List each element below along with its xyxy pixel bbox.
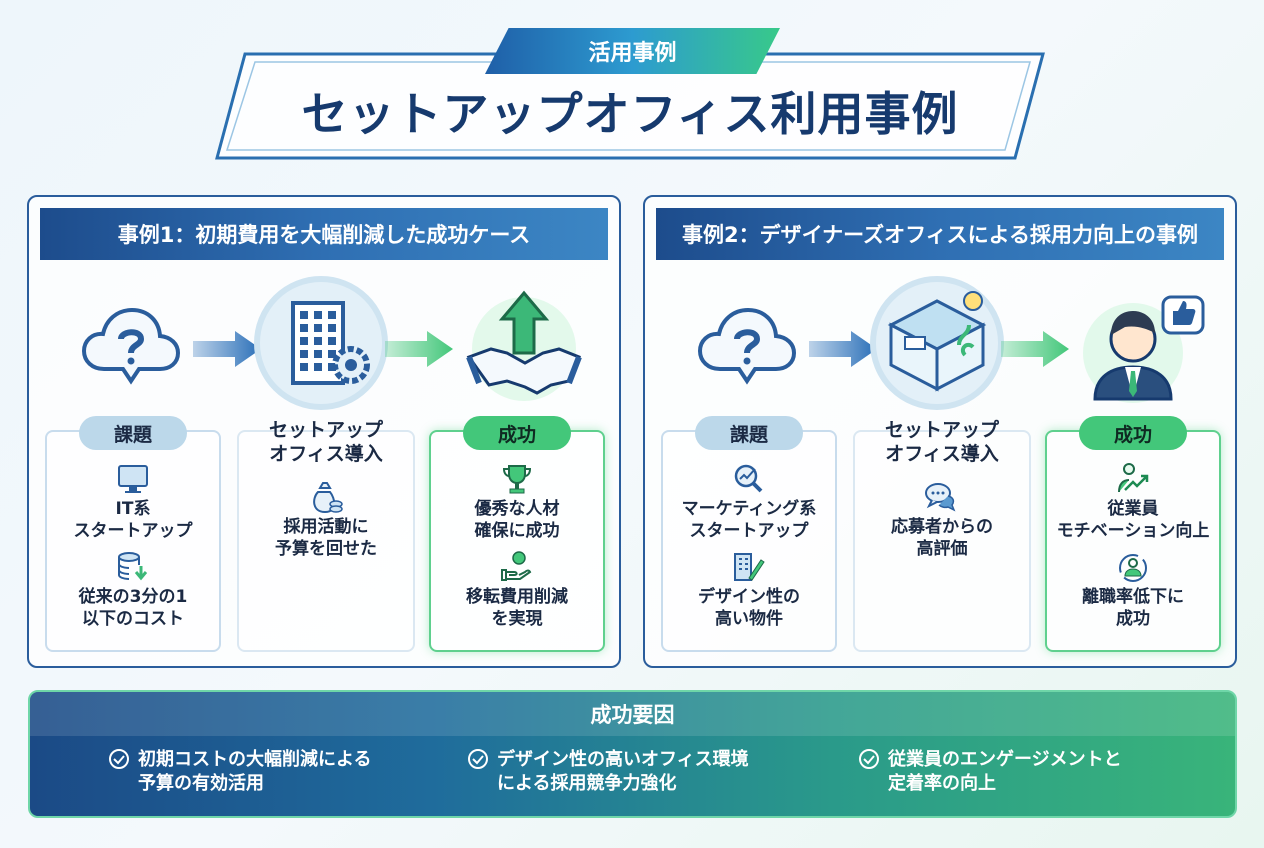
designer-office-icon xyxy=(870,276,1004,410)
businessman-thumbs-up-icon xyxy=(1083,295,1205,403)
setup-card: セットアップオフィス導入応募者からの高評価 xyxy=(853,419,1031,652)
card-text-line: 以下のコスト xyxy=(82,609,184,629)
arrow-right-icon xyxy=(809,331,877,367)
handshake-growth-icon xyxy=(466,290,582,401)
card-text-line: を実現 xyxy=(491,609,543,629)
card-text-line: 採用活動に xyxy=(283,517,369,537)
card-text: 移転費用削減を実現 xyxy=(431,586,603,630)
card-text: 応募者からの高評価 xyxy=(855,516,1029,560)
check-circle-icon xyxy=(468,749,488,769)
case-title: 事例1：初期費用を大幅削減した成功ケース xyxy=(40,208,608,260)
card-text: デザイン性の高い物件 xyxy=(663,586,835,630)
factor-item: 初期コストの大幅削減による予算の有効活用 xyxy=(108,748,371,796)
success-factors-panel: 成功要因 初期コストの大幅削減による予算の有効活用 デザイン性の高いオフィス環境… xyxy=(28,690,1237,818)
card-text: マーケティング系スタートアップ xyxy=(663,498,835,542)
card-item: 応募者からの高評価 xyxy=(855,478,1029,560)
factor-item: 従業員のエンゲージメントと定着率の向上 xyxy=(858,748,1122,796)
card-item: マーケティング系スタートアップ xyxy=(663,460,835,542)
card-text-line: デザイン性の xyxy=(698,587,800,607)
factor-line: 定着率の向上 xyxy=(888,773,996,794)
setup-label-line: オフィス導入 xyxy=(269,443,383,465)
factor-item: デザイン性の高いオフィス環境による採用競争力強化 xyxy=(467,748,749,796)
check-circle-icon xyxy=(109,749,129,769)
factor-line: デザイン性の高いオフィス環境 xyxy=(497,749,749,770)
card-text-line: 優秀な人材 xyxy=(474,499,560,519)
question-cloud-icon xyxy=(697,307,797,385)
issue-label: 課題 xyxy=(79,416,187,450)
card-text-line: スタートアップ xyxy=(73,521,193,541)
person-cycle-icon xyxy=(1119,554,1147,582)
card-item: 採用活動に予算を回せた xyxy=(239,478,413,560)
building-pen-icon xyxy=(734,553,765,581)
setup-label: セットアップオフィス導入 xyxy=(239,418,413,466)
card-text-line: 予算を回せた xyxy=(275,539,377,559)
office-building-gear-icon xyxy=(254,276,388,410)
card-text-line: 応募者からの xyxy=(891,517,993,537)
setup-label-line: オフィス導入 xyxy=(885,443,999,465)
setup-label-line: セットアップ xyxy=(884,419,999,441)
card-text-line: 離職率低下に xyxy=(1082,587,1184,607)
analytics-search-icon xyxy=(734,464,763,493)
card-text-line: マーケティング系 xyxy=(681,499,817,519)
setup-card: セットアップオフィス導入採用活動に予算を回せた xyxy=(237,419,415,652)
factor-line: による採用競争力強化 xyxy=(497,773,677,794)
card-text: 優秀な人材確保に成功 xyxy=(431,498,603,542)
success-card: 成功従業員モチベーション向上離職率低下に成功 xyxy=(1045,416,1221,652)
card-text-line: IT系 xyxy=(115,499,151,519)
check-circle-icon xyxy=(859,749,879,769)
card-text: 離職率低下に成功 xyxy=(1047,586,1219,630)
category-badge: 活用事例 xyxy=(485,28,780,74)
card-text-line: 高評価 xyxy=(916,539,968,559)
monitor-icon xyxy=(118,465,148,493)
arrow-right-icon xyxy=(1001,331,1069,367)
success-label: 成功 xyxy=(1079,416,1187,450)
issue-label: 課題 xyxy=(695,416,803,450)
factor-line: 従業員のエンゲージメントと xyxy=(888,749,1122,770)
card-item: 離職率低下に成功 xyxy=(1047,548,1219,630)
case-panel-2: 事例2：デザイナーズオフィスによる採用力向上の事例課題マーケティング系スタートア… xyxy=(643,195,1237,668)
card-text-line: 移転費用削減 xyxy=(466,587,568,607)
page-title: セットアップオフィス利用事例 xyxy=(301,87,959,141)
arrow-right-icon xyxy=(193,331,261,367)
success-label: 成功 xyxy=(463,416,571,450)
case-title: 事例2：デザイナーズオフィスによる採用力向上の事例 xyxy=(656,208,1224,260)
setup-label: セットアップオフィス導入 xyxy=(855,418,1029,466)
card-item: 従業員モチベーション向上 xyxy=(1047,460,1219,542)
success-factors-title: 成功要因 xyxy=(30,692,1235,736)
factor-line: 予算の有効活用 xyxy=(138,773,264,794)
card-text: IT系スタートアップ xyxy=(47,498,219,542)
card-text: 採用活動に予算を回せた xyxy=(239,516,413,560)
card-text-line: 従業員 xyxy=(1107,499,1159,519)
issue-card: 課題マーケティング系スタートアップデザイン性の高い物件 xyxy=(661,416,837,652)
card-text-line: 従来の3分の1 xyxy=(78,587,188,607)
chat-bubbles-icon xyxy=(925,483,956,512)
success-card: 成功優秀な人材確保に成功移転費用削減を実現 xyxy=(429,416,605,652)
card-text-line: スタートアップ xyxy=(689,521,809,541)
money-bag-icon xyxy=(313,482,343,514)
database-down-icon xyxy=(118,552,148,581)
card-item: 移転費用削減を実現 xyxy=(431,548,603,630)
card-text: 従業員モチベーション向上 xyxy=(1047,498,1219,542)
card-text-line: 確保に成功 xyxy=(474,521,560,541)
card-item: 優秀な人材確保に成功 xyxy=(431,460,603,542)
card-item: デザイン性の高い物件 xyxy=(663,548,835,630)
question-cloud-icon xyxy=(81,307,181,385)
factor-line: 初期コストの大幅削減による xyxy=(138,749,372,770)
setup-label-line: セットアップ xyxy=(268,419,383,441)
card-item: IT系スタートアップ xyxy=(47,460,219,542)
hand-coin-icon xyxy=(501,551,532,581)
arrow-right-icon xyxy=(385,331,453,367)
card-text-line: 成功 xyxy=(1116,609,1150,629)
trophy-icon xyxy=(502,465,532,494)
card-text-line: 高い物件 xyxy=(715,609,783,629)
title-frame xyxy=(215,52,1045,160)
person-growth-icon xyxy=(1118,463,1149,493)
card-text-line: モチベーション向上 xyxy=(1056,521,1210,541)
